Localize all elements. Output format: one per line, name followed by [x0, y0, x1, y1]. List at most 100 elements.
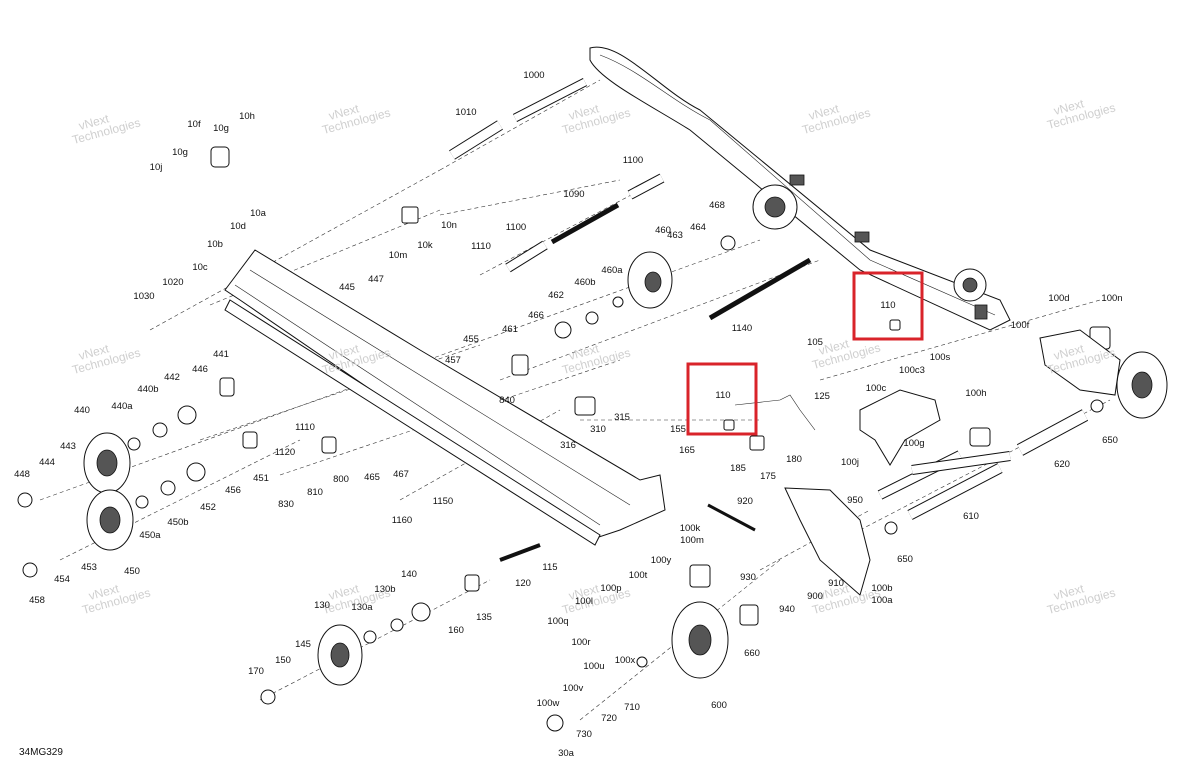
part-label-465[interactable]: 465: [364, 472, 380, 483]
part-label-100u[interactable]: 100u: [583, 661, 604, 672]
part-label-442[interactable]: 442: [164, 372, 180, 383]
part-label-100t[interactable]: 100t: [629, 570, 648, 581]
part-label-100j[interactable]: 100j: [841, 457, 859, 468]
part-label-920[interactable]: 920: [737, 496, 753, 507]
part-label-30a[interactable]: 30a: [558, 748, 575, 759]
part-label-100g[interactable]: 100g: [903, 438, 924, 449]
part-label-440a[interactable]: 440a: [111, 401, 133, 412]
part-label-830[interactable]: 830: [278, 499, 294, 510]
part-label-1100[interactable]: 1100: [506, 222, 526, 233]
part-label-840[interactable]: 840: [499, 395, 515, 406]
part-label-1120[interactable]: 1120: [275, 447, 295, 458]
part-label-100q[interactable]: 100q: [547, 616, 568, 627]
part-label-120[interactable]: 120: [515, 578, 531, 589]
part-label-460b[interactable]: 460b: [574, 277, 595, 288]
part-label-800[interactable]: 800: [333, 474, 349, 485]
part-label-1140[interactable]: 1140: [732, 323, 752, 334]
part-label-450a[interactable]: 450a: [139, 530, 161, 541]
part-label-170[interactable]: 170: [248, 666, 264, 677]
part-label-450[interactable]: 450: [124, 566, 140, 577]
part-label-463[interactable]: 463: [667, 230, 683, 241]
part-label-185[interactable]: 185: [730, 463, 746, 474]
part-label-100c[interactable]: 100c: [866, 383, 887, 394]
part-label-110[interactable]: 110: [880, 300, 895, 311]
part-label-440[interactable]: 440: [74, 405, 90, 416]
part-label-10j[interactable]: 10j: [150, 162, 163, 173]
part-label-316[interactable]: 316: [560, 440, 576, 451]
part-label-467[interactable]: 467: [393, 469, 409, 480]
part-label-1110[interactable]: 1110: [295, 422, 315, 433]
part-label-450b[interactable]: 450b: [167, 517, 188, 528]
part-label-10g[interactable]: 10g: [213, 123, 229, 134]
part-label-1020[interactable]: 1020: [162, 277, 183, 288]
part-label-460[interactable]: 460: [655, 225, 671, 236]
part-label-160[interactable]: 160: [448, 625, 464, 636]
part-label-105[interactable]: 105: [807, 337, 823, 348]
part-label-130[interactable]: 130: [314, 600, 330, 611]
part-label-100v[interactable]: 100v: [563, 683, 584, 694]
part-label-135[interactable]: 135: [476, 612, 492, 623]
part-label-100y[interactable]: 100y: [651, 555, 672, 566]
part-label-100k[interactable]: 100k: [680, 523, 701, 534]
part-label-1110[interactable]: 1110: [471, 241, 491, 252]
part-label-10b[interactable]: 10b: [207, 239, 223, 250]
part-label-461[interactable]: 461: [502, 324, 518, 335]
part-label-10c[interactable]: 10c: [192, 262, 208, 273]
part-label-620[interactable]: 620: [1054, 459, 1070, 470]
part-label-468[interactable]: 468: [709, 200, 725, 211]
part-label-1100[interactable]: 1100: [623, 155, 643, 166]
part-label-115[interactable]: 115: [542, 562, 557, 573]
part-label-600[interactable]: 600: [711, 700, 727, 711]
part-label-125[interactable]: 125: [814, 391, 830, 402]
part-label-175[interactable]: 175: [760, 471, 776, 482]
part-label-440b[interactable]: 440b: [137, 384, 158, 395]
part-label-460a[interactable]: 460a: [601, 265, 623, 276]
part-label-462[interactable]: 462: [548, 290, 564, 301]
part-label-165[interactable]: 165: [679, 445, 695, 456]
part-label-10k[interactable]: 10k: [417, 240, 433, 251]
part-label-910[interactable]: 910: [828, 578, 844, 589]
part-label-310[interactable]: 310: [590, 424, 606, 435]
part-label-444[interactable]: 444: [39, 457, 55, 468]
part-label-140[interactable]: 140: [401, 569, 417, 580]
part-label-110[interactable]: 110: [715, 390, 730, 401]
part-label-100h[interactable]: 100h: [965, 388, 986, 399]
part-label-1010[interactable]: 1010: [455, 107, 476, 118]
part-label-454[interactable]: 454: [54, 574, 70, 585]
part-label-720[interactable]: 720: [601, 713, 617, 724]
part-label-100c3[interactable]: 100c3: [899, 365, 925, 376]
part-label-730[interactable]: 730: [576, 729, 592, 740]
part-label-315[interactable]: 315: [614, 412, 630, 423]
part-label-445[interactable]: 445: [339, 282, 355, 293]
part-label-100a[interactable]: 100a: [871, 595, 893, 606]
highlight-box-110-left[interactable]: [686, 362, 758, 436]
part-label-660[interactable]: 660: [744, 648, 760, 659]
part-label-100w[interactable]: 100w: [537, 698, 560, 709]
part-label-452[interactable]: 452: [200, 502, 216, 513]
part-label-448[interactable]: 448: [14, 469, 30, 480]
part-label-458[interactable]: 458: [29, 595, 45, 606]
part-label-810[interactable]: 810: [307, 487, 323, 498]
part-label-457[interactable]: 457: [445, 355, 461, 366]
part-label-930[interactable]: 930: [740, 572, 756, 583]
part-label-1150[interactable]: 1150: [433, 496, 453, 507]
part-label-10d[interactable]: 10d: [230, 221, 246, 232]
part-label-130b[interactable]: 130b: [374, 584, 395, 595]
part-label-10h[interactable]: 10h: [239, 111, 255, 122]
part-label-100f[interactable]: 100f: [1011, 320, 1030, 331]
part-label-1090[interactable]: 1090: [563, 189, 584, 200]
part-label-447[interactable]: 447: [368, 274, 384, 285]
part-label-1160[interactable]: 1160: [392, 515, 412, 526]
highlight-box-110-right[interactable]: [852, 271, 924, 341]
part-label-100m[interactable]: 100m: [680, 535, 704, 546]
part-label-100d[interactable]: 100d: [1048, 293, 1069, 304]
part-label-900[interactable]: 900: [807, 591, 823, 602]
part-label-130a[interactable]: 130a: [351, 602, 373, 613]
part-label-100p[interactable]: 100p: [600, 583, 621, 594]
part-label-145[interactable]: 145: [295, 639, 311, 650]
part-label-100r[interactable]: 100r: [571, 637, 590, 648]
part-label-650[interactable]: 650: [1102, 435, 1118, 446]
part-label-100n[interactable]: 100n: [1101, 293, 1122, 304]
part-label-610[interactable]: 610: [963, 511, 979, 522]
part-label-466[interactable]: 466: [528, 310, 544, 321]
